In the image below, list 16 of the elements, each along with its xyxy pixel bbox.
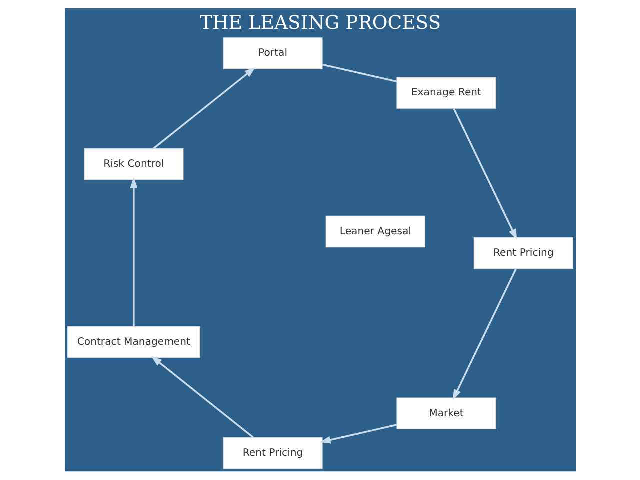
- diagram-title: THE LEASING PROCESS: [199, 13, 441, 34]
- node-box: Contract Management: [67, 326, 200, 358]
- node-box: Leaner Agesal: [325, 216, 425, 248]
- node-box: Rent Pricing: [222, 437, 322, 470]
- arrow: [452, 268, 516, 400]
- arrow: [130, 177, 138, 327]
- arrow: [150, 356, 254, 438]
- node-box: Exanage Rent: [396, 77, 496, 109]
- arrow: [452, 108, 517, 240]
- node-box: Risk Control: [84, 148, 184, 180]
- node-box: Portal: [222, 38, 322, 70]
- node-box: Rent Pricing: [473, 237, 573, 270]
- connector: [322, 64, 397, 83]
- arrow: [152, 67, 256, 150]
- node-box: Market: [396, 398, 496, 430]
- arrow: [319, 424, 397, 444]
